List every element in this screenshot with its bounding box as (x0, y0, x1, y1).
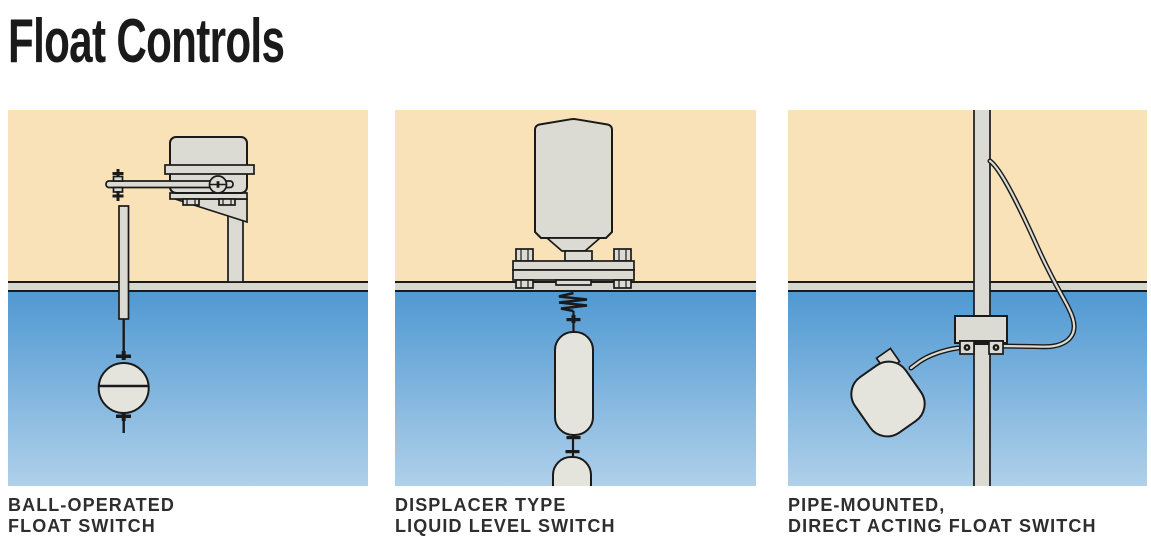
pipe-mounted-diagram (850, 110, 1077, 486)
displacer-figure (395, 110, 756, 486)
caption-line: FLOAT SWITCH (8, 516, 156, 536)
ball-float-diagram (97, 136, 255, 433)
pipe-mounted-figure (788, 110, 1147, 486)
float-ball (97, 362, 150, 433)
tank-top (8, 281, 368, 292)
suspension-spring (558, 291, 588, 332)
panel-displacer-type: DISPLACER TYPE LIQUID LEVEL SWITCH (395, 110, 756, 537)
displacer-float-lower (552, 456, 592, 486)
lever-arm (105, 175, 234, 194)
panel-pipe-mounted: PIPE-MOUNTED, DIRECT ACTING FLOAT SWITCH (788, 110, 1147, 537)
caption-line: DISPLACER TYPE (395, 495, 567, 515)
tank-air-space (788, 110, 1147, 281)
support-bracket (169, 192, 248, 283)
caption-line: DIRECT ACTING FLOAT SWITCH (788, 516, 1097, 536)
panel-ball-operated: BALL-OPERATED FLOAT SWITCH (8, 110, 368, 537)
caption-line: PIPE-MOUNTED, (788, 495, 946, 515)
caption-displacer-type: DISPLACER TYPE LIQUID LEVEL SWITCH (395, 495, 756, 537)
displacer-float-upper (554, 331, 594, 436)
mounting-pipe (973, 110, 991, 486)
float-rod (116, 205, 131, 360)
tank-top (788, 281, 1147, 292)
ball-float-figure (8, 110, 368, 486)
float-body (850, 347, 926, 438)
caption-line: BALL-OPERATED (8, 495, 175, 515)
cable (908, 158, 1077, 371)
caption-ball-operated: BALL-OPERATED FLOAT SWITCH (8, 495, 368, 537)
adjustment-screws (112, 169, 124, 201)
switch-housing (534, 118, 613, 262)
switch-box (164, 136, 255, 194)
pipe-clamp (954, 315, 1008, 355)
page-title: Float Controls (8, 7, 285, 76)
displacer-diagram (512, 118, 635, 486)
tank-liquid (8, 292, 368, 486)
caption-line: LIQUID LEVEL SWITCH (395, 516, 616, 536)
caption-pipe-mounted: PIPE-MOUNTED, DIRECT ACTING FLOAT SWITCH (788, 495, 1147, 537)
mounting-flange (512, 248, 635, 289)
displacer-connector (565, 435, 581, 457)
